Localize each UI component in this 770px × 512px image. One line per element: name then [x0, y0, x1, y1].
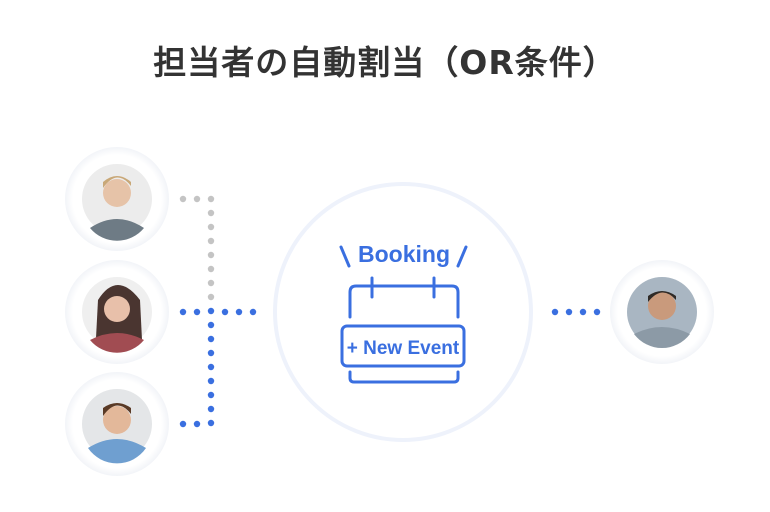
- connector-dot: [207, 209, 215, 217]
- connector-dots: [179, 195, 601, 428]
- connector-dot: [207, 349, 215, 357]
- avatar-member-3: [82, 389, 152, 464]
- connector-dot: [207, 321, 215, 329]
- connector-dot: [193, 308, 201, 316]
- connector-dot: [179, 308, 187, 316]
- connector-dot: [179, 195, 187, 203]
- connector-dot: [193, 420, 201, 428]
- booking-label: Booking: [358, 241, 450, 267]
- avatar-assignee: [627, 277, 697, 348]
- connector-dot: [207, 293, 215, 301]
- connector-dot: [551, 308, 559, 316]
- connector-dot: [179, 420, 187, 428]
- connector-dot: [207, 377, 215, 385]
- connector-dot: [235, 308, 243, 316]
- connector-dot: [207, 391, 215, 399]
- new-event-label: + New Event: [347, 338, 460, 359]
- connector-dot: [221, 308, 229, 316]
- connector-dot: [579, 308, 587, 316]
- page-title: 担当者の自動割当（OR条件）: [153, 43, 617, 82]
- connector-dot: [207, 265, 215, 273]
- connector-dot: [207, 195, 215, 203]
- connector-dot: [593, 308, 601, 316]
- connector-dot: [207, 405, 215, 413]
- booking-circle: [273, 182, 533, 442]
- connector-dot: [207, 363, 215, 371]
- avatar-member-2: [82, 277, 152, 353]
- connector-dot: [193, 195, 201, 203]
- connector-dot: [207, 307, 215, 315]
- connector-dot: [207, 237, 215, 245]
- connector-dot: [565, 308, 573, 316]
- connector-dot: [207, 419, 215, 427]
- connector-dot: [207, 335, 215, 343]
- connector-dot: [207, 223, 215, 231]
- avatar-member-1: [82, 164, 152, 241]
- calendar-icon: [339, 245, 468, 384]
- connector-dot: [249, 308, 257, 316]
- connector-dot: [207, 279, 215, 287]
- connector-dot: [207, 251, 215, 259]
